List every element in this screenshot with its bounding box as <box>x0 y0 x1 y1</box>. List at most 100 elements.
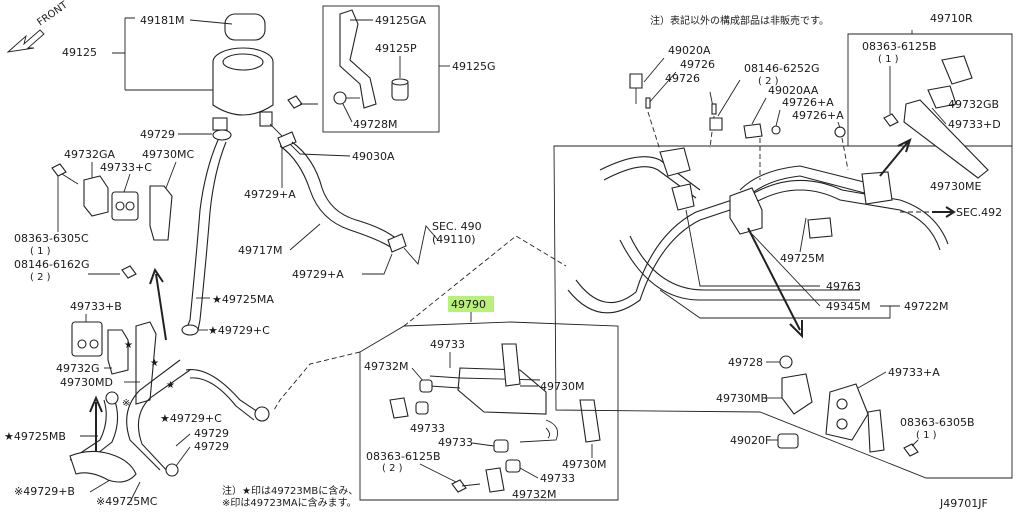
label-49732GB[interactable]: 49732GB <box>948 98 999 111</box>
hose-lower-49725MC[interactable] <box>69 450 137 483</box>
label-49729-a[interactable]: 49729 <box>140 128 175 141</box>
cooler-49790[interactable] <box>429 367 559 443</box>
bolt-49020AA[interactable] <box>743 123 781 139</box>
reservoir-tank[interactable] <box>212 13 274 131</box>
label-49030A[interactable]: 49030A <box>352 150 395 163</box>
label-49725MB[interactable]: ★49725MB <box>4 430 66 443</box>
label-49722M[interactable]: 49722M <box>904 300 948 313</box>
label-49726A-b[interactable]: 49726+A <box>792 109 844 122</box>
label-08363-6305B[interactable]: 08363-6305B <box>900 416 975 429</box>
label-49729B[interactable]: ※49729+B <box>14 485 75 498</box>
label-sec492[interactable]: SEC.492 <box>956 206 1002 219</box>
bracket-49125GA[interactable] <box>339 9 377 109</box>
label-49729A-b[interactable]: 49729+A <box>292 268 344 281</box>
label-49733-a[interactable]: 49733 <box>430 338 465 351</box>
label-49725M[interactable]: 49725M <box>780 252 824 265</box>
label-08146-6162G[interactable]: 08146-6162G <box>14 258 89 271</box>
label-49729-b[interactable]: 49729 <box>194 427 229 440</box>
label-49345M[interactable]: 49345M <box>826 300 870 313</box>
label-49732M-b[interactable]: 49732M <box>512 488 556 501</box>
bolt-08146-6252G[interactable] <box>709 117 723 131</box>
label-49729-c[interactable]: 49729 <box>194 440 229 453</box>
label-49725MC[interactable]: ※49725MC <box>96 495 158 508</box>
label-49732M-a[interactable]: 49732M <box>364 360 408 373</box>
label-08363-6125B-a[interactable]: 08363-6125B <box>366 450 441 463</box>
grommets-cooler-bottom[interactable] <box>485 439 521 493</box>
bracket-49730MB[interactable] <box>781 373 813 415</box>
label-49125GA[interactable]: 49125GA <box>375 14 427 27</box>
label-49710R[interactable]: 49710R <box>930 12 973 25</box>
label-sec490[interactable]: SEC. 490 <box>432 220 482 233</box>
label-49125G[interactable]: 49125G <box>452 60 496 73</box>
label-49733-b[interactable]: 49733 <box>410 422 445 435</box>
label-49020A[interactable]: 49020A <box>668 44 711 57</box>
label-49726A-a[interactable]: 49726+A <box>782 96 834 109</box>
fitting-right-tube-end[interactable] <box>807 171 893 239</box>
label-49125P[interactable]: 49125P <box>375 42 417 55</box>
label-49729C-b[interactable]: ★49729+C <box>160 412 222 425</box>
grommet-49125P[interactable] <box>391 78 409 101</box>
label-49732G[interactable]: 49732G <box>56 362 100 375</box>
label-08363-6305C[interactable]: 08363-6305C <box>14 232 89 245</box>
label-49728[interactable]: 49728 <box>728 356 763 369</box>
label-49181M[interactable]: 49181M <box>140 14 184 27</box>
label-49733C-a[interactable]: 49733+C <box>100 161 152 174</box>
label-49125[interactable]: 49125 <box>62 46 97 59</box>
grommets-cooler-left[interactable] <box>389 379 433 419</box>
clamp-49729C-b[interactable] <box>254 406 270 422</box>
label-49717M[interactable]: 49717M <box>238 244 282 257</box>
label-49790[interactable]: 49790 <box>451 298 486 311</box>
bolt-49728-small[interactable] <box>287 95 318 109</box>
clip-49732GB[interactable] <box>927 55 973 109</box>
label-49020AA[interactable]: 49020AA <box>768 84 819 97</box>
bolt-49728[interactable] <box>779 355 793 369</box>
bracket-49730ME[interactable] <box>903 99 989 179</box>
clamp-49729-lower[interactable] <box>105 391 179 477</box>
label-49729A-a[interactable]: 49729+A <box>244 188 296 201</box>
bolt-08363-6305C[interactable] <box>51 163 79 185</box>
tube-49722M[interactable] <box>567 179 949 314</box>
label-49730MB[interactable]: 49730MB <box>716 392 768 405</box>
clip-49733C-top[interactable] <box>111 191 139 221</box>
label-49730M-a[interactable]: 49730M <box>540 380 584 393</box>
label-49730M-b[interactable]: 49730M <box>562 458 606 471</box>
tube-49725M[interactable] <box>599 156 881 201</box>
label-49730MD[interactable]: 49730MD <box>60 376 113 389</box>
bracket-49730MD[interactable] <box>135 321 157 405</box>
label-49733-c[interactable]: 49733 <box>438 436 473 449</box>
label-49730ME[interactable]: 49730ME <box>930 180 981 193</box>
bolt-08363-6125B-b[interactable] <box>883 113 899 127</box>
clip-49733B[interactable] <box>71 321 103 357</box>
clamp-49729A-top[interactable] <box>277 131 297 149</box>
tube-49763[interactable] <box>619 235 860 301</box>
hose-49725MA[interactable] <box>185 139 227 331</box>
bracket-49732G[interactable] <box>107 329 129 375</box>
label-49733B[interactable]: 49733+B <box>70 300 122 313</box>
label-08146-6252G[interactable]: 08146-6252G <box>744 62 819 75</box>
label-49733D[interactable]: 49733+D <box>948 118 1001 131</box>
clamp-49729A-bottom[interactable] <box>387 233 407 253</box>
label-49725MA[interactable]: ★49725MA <box>212 293 274 306</box>
clip-49733A[interactable] <box>825 383 885 453</box>
label-49732GA[interactable]: 49732GA <box>64 148 116 161</box>
bolt-49020A[interactable] <box>629 73 643 104</box>
bracket-49730MC[interactable] <box>149 185 173 241</box>
bolt-08363-6305B[interactable] <box>903 443 919 457</box>
washer-49726A[interactable] <box>834 126 846 138</box>
bolt-49728M[interactable] <box>333 91 360 105</box>
label-49729C-a[interactable]: ★49729+C <box>208 324 270 337</box>
clamp-49729C-a[interactable] <box>181 324 199 336</box>
pipes-lower-left[interactable] <box>69 359 259 475</box>
bolt-08146-6162G[interactable] <box>121 265 137 279</box>
clamp-49729-top[interactable] <box>212 129 232 141</box>
label-49020F[interactable]: 49020F <box>730 434 771 447</box>
label-49733A[interactable]: 49733+A <box>888 366 940 379</box>
fitting-block-49345M[interactable] <box>729 187 763 235</box>
bolt-08363-6125B-a[interactable] <box>451 479 481 493</box>
label-49733-d[interactable]: 49733 <box>540 472 575 485</box>
grommet-49020F[interactable] <box>777 433 799 449</box>
label-08363-6125B-b[interactable]: 08363-6125B <box>862 40 937 53</box>
union-49020A[interactable] <box>659 147 695 211</box>
label-49726-a[interactable]: 49726 <box>680 58 715 71</box>
hose-49717M[interactable] <box>279 141 399 249</box>
